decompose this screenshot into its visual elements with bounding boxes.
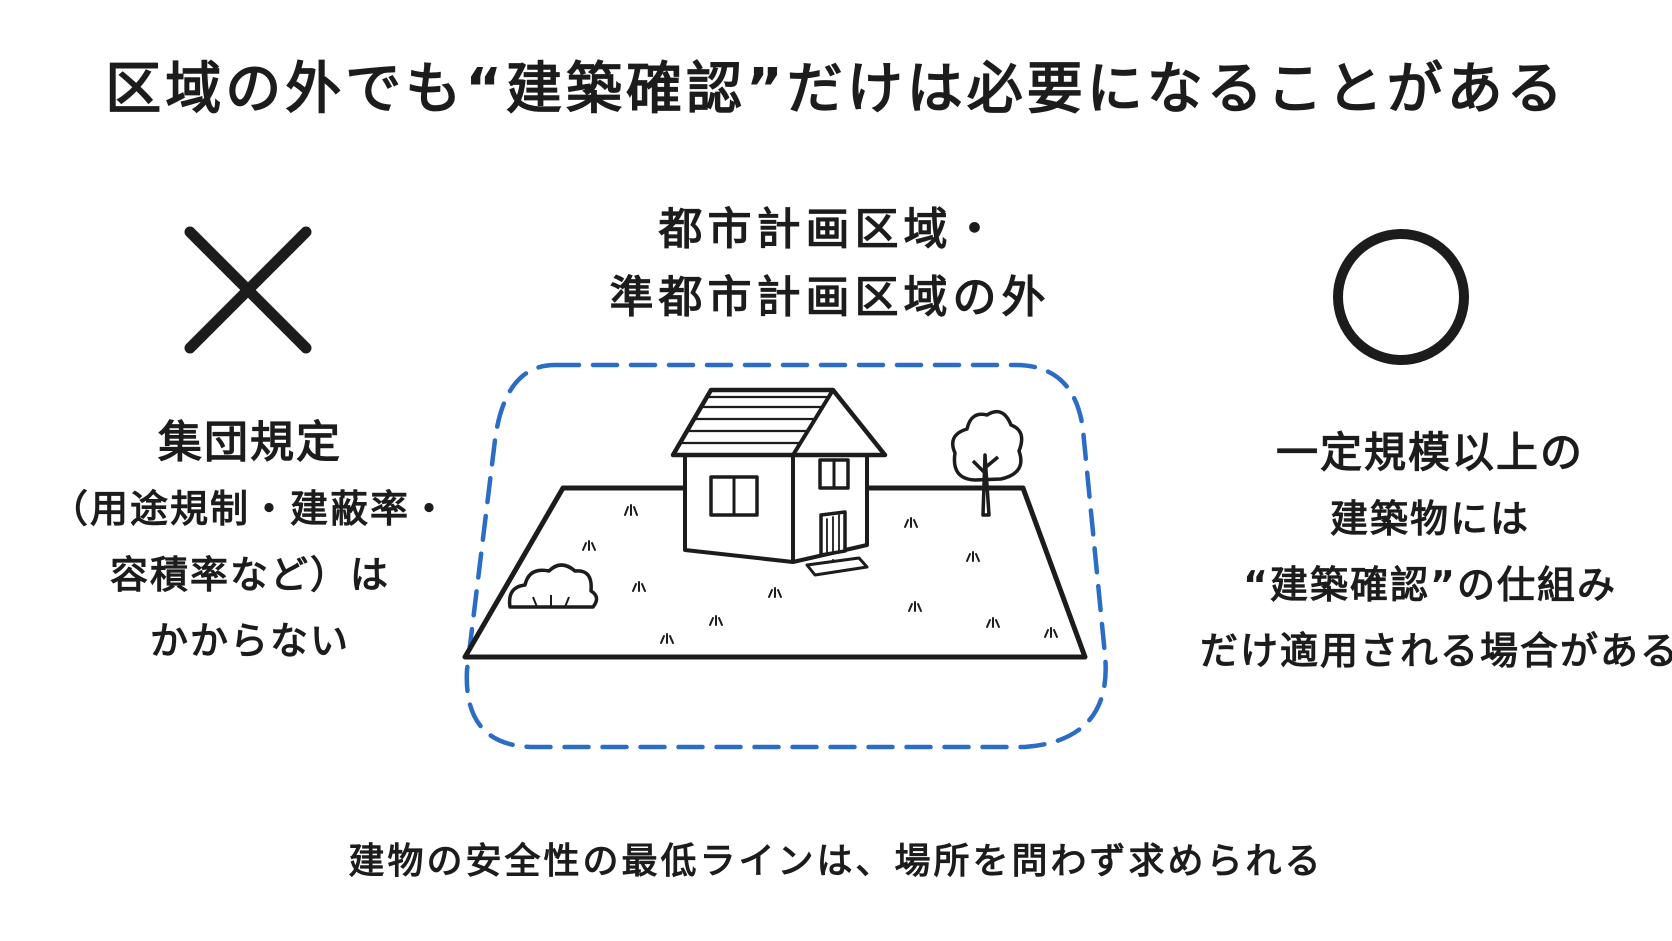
left-line: （用途規制・建蔽率・ xyxy=(49,487,450,531)
right-line: だけ適用される場合がある xyxy=(1200,629,1672,673)
area-heading-line: 準都市計画区域の外 xyxy=(609,272,1051,323)
left-explanation: 集団規定 （用途規制・建蔽率・ 容積率など）は かからない xyxy=(30,410,470,674)
page-title: 区域の外でも“建築確認”だけは必要になることがある xyxy=(105,57,1567,122)
area-boundary xyxy=(464,362,1108,750)
right-line: 建築物には xyxy=(1329,497,1530,541)
circle-mark-icon xyxy=(1333,229,1469,365)
right-explanation: 一定規模以上の 建築物には “建築確認”の仕組み だけ適用される場合がある xyxy=(1200,420,1672,684)
left-line: かからない xyxy=(149,619,350,663)
area-heading-line: 都市計画区域・ xyxy=(658,204,1002,255)
lot-ground xyxy=(462,485,1088,660)
right-line: 一定規模以上の xyxy=(1275,428,1584,477)
house-icon xyxy=(670,387,888,577)
house-lot-illustration xyxy=(462,362,1108,750)
right-line: “建築確認”の仕組み xyxy=(1243,563,1617,607)
cross-mark-icon xyxy=(184,226,312,354)
left-line: 容積率など）は xyxy=(109,553,390,597)
left-line: 集団規定 xyxy=(158,417,342,468)
bush-icon xyxy=(507,563,599,609)
area-heading: 都市計画区域・ 準都市計画区域の外 xyxy=(560,196,1100,332)
footer-note: 建物の安全性の最低ラインは、場所を問わず求められる xyxy=(348,841,1324,882)
tree-icon xyxy=(951,409,1024,517)
